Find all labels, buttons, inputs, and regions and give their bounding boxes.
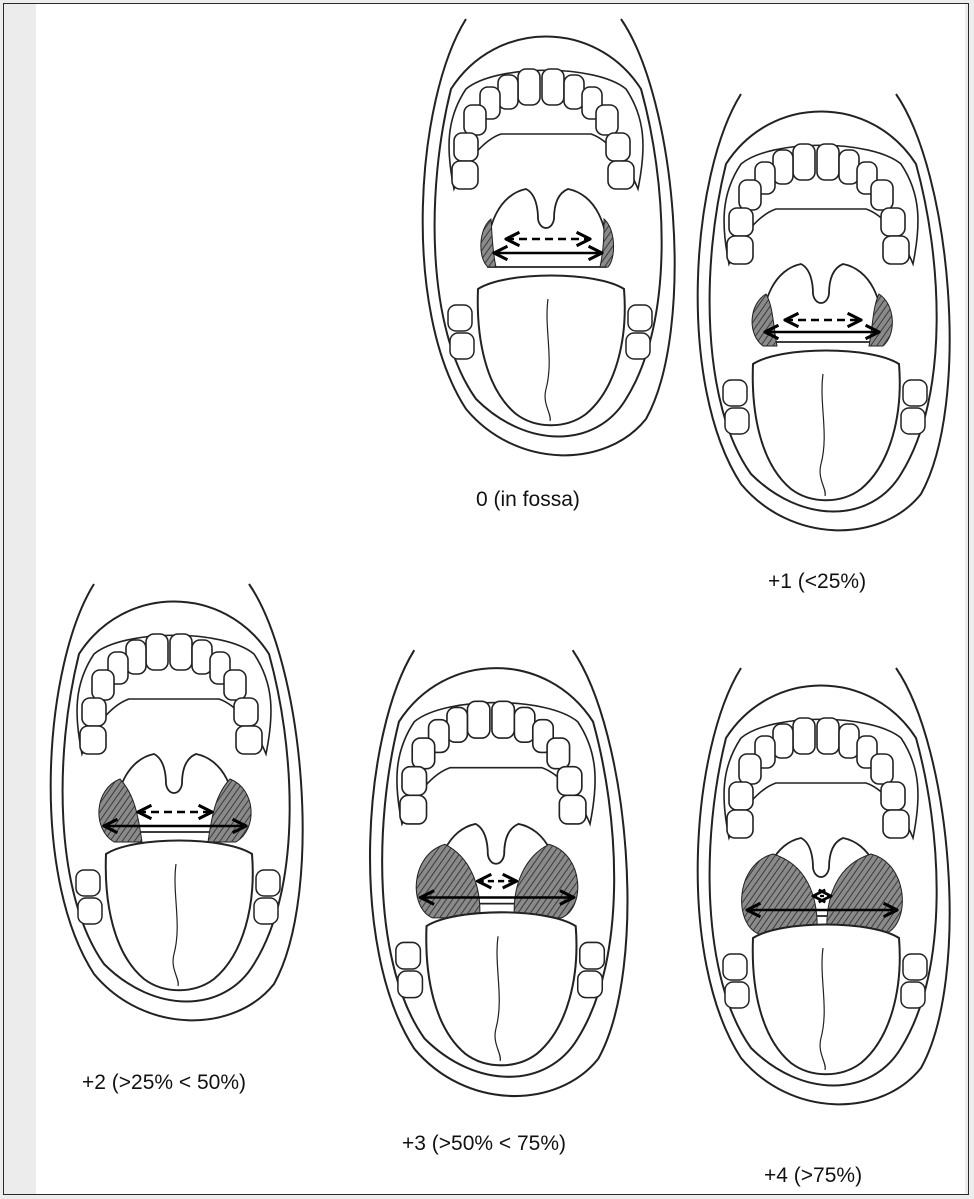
caption-grade-4: +4 (>75%) (764, 1164, 862, 1188)
mouth-figure-grade-3 (351, 640, 641, 1110)
diagram-panel: 0 (in fossa) (36, 4, 965, 1194)
mouth-figure-grade-4 (681, 658, 961, 1118)
caption-grade-1: +1 (<25%) (768, 570, 866, 594)
palate-uvula (487, 189, 606, 267)
tongue (753, 351, 900, 501)
tongue (478, 276, 625, 426)
tongue (106, 841, 253, 991)
mouth-figure-grade-2 (34, 574, 314, 1044)
tongue (426, 912, 576, 1065)
upper-teeth (724, 144, 918, 264)
caption-grade-0: 0 (in fossa) (476, 488, 580, 512)
upper-teeth (77, 634, 271, 754)
caption-grade-3: +3 (>50% < 75%) (402, 1132, 566, 1156)
palate-uvula (762, 264, 881, 342)
upper-teeth (449, 69, 643, 189)
upper-teeth (397, 701, 595, 824)
upper-teeth (724, 718, 918, 838)
caption-grade-2: +2 (>25% < 50%) (82, 1071, 246, 1095)
tongue (753, 925, 900, 1075)
mouth-figure-grade-0 (406, 9, 686, 469)
image-frame: 0 (in fossa) (3, 3, 969, 1195)
mouth-figure-grade-1 (681, 84, 961, 544)
